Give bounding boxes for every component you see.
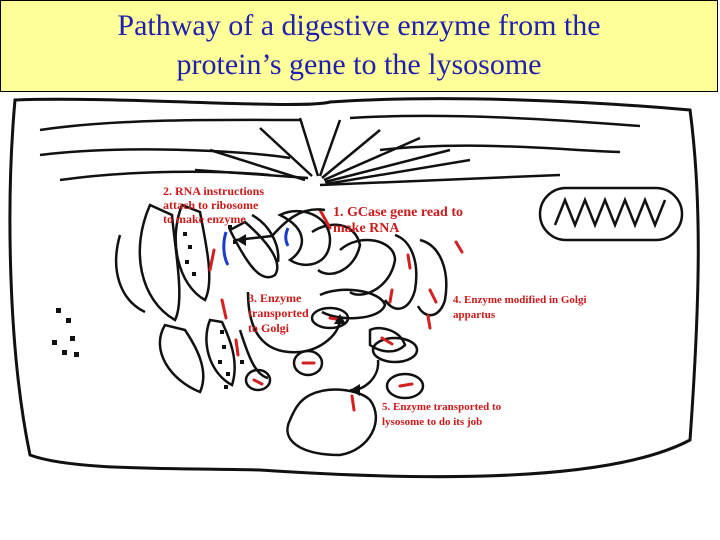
- step5-line2: lysosome to do its job: [382, 416, 482, 428]
- step3-line3: to Golgi: [248, 321, 290, 335]
- step4-line2: appartus: [453, 309, 496, 321]
- step5-line1: 5. Enzyme transported to: [382, 401, 502, 413]
- step3-line1: 3. Enzyme: [248, 291, 302, 305]
- cell-membrane: [10, 99, 698, 477]
- nucleus-lines: [40, 116, 640, 185]
- step1-line1: 1. GCase gene read to: [333, 205, 463, 220]
- step2-line3: to make enzyme: [163, 212, 246, 226]
- step1-line2: make RNA: [333, 221, 400, 236]
- mitochondrion: [540, 188, 682, 240]
- lysosome: [287, 390, 375, 455]
- step2-line1: 2. RNA instructions: [163, 184, 264, 198]
- slide-title: Pathway of a digestive enzyme from the p…: [0, 0, 718, 92]
- vesicles: [246, 351, 423, 398]
- step3-line2: transported: [248, 306, 309, 320]
- step4-line1: 4. Enzyme modified in Golgi: [453, 294, 587, 306]
- title-line-1: Pathway of a digestive enzyme from the: [1, 6, 717, 45]
- title-line-2: protein’s gene to the lysosome: [1, 45, 717, 84]
- step2-line2: attach to ribosome: [163, 198, 259, 212]
